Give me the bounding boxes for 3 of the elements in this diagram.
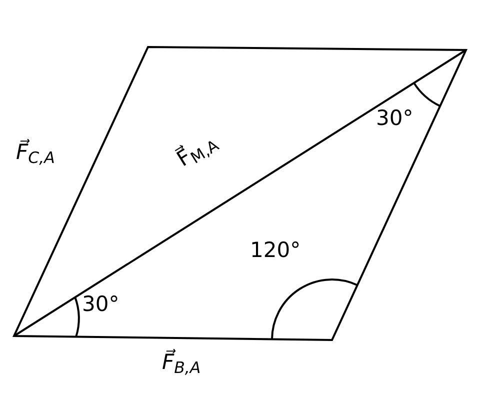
angle-label: 30° — [376, 108, 414, 129]
angle-label: 120° — [250, 240, 301, 261]
angle-label: 30° — [82, 294, 120, 315]
